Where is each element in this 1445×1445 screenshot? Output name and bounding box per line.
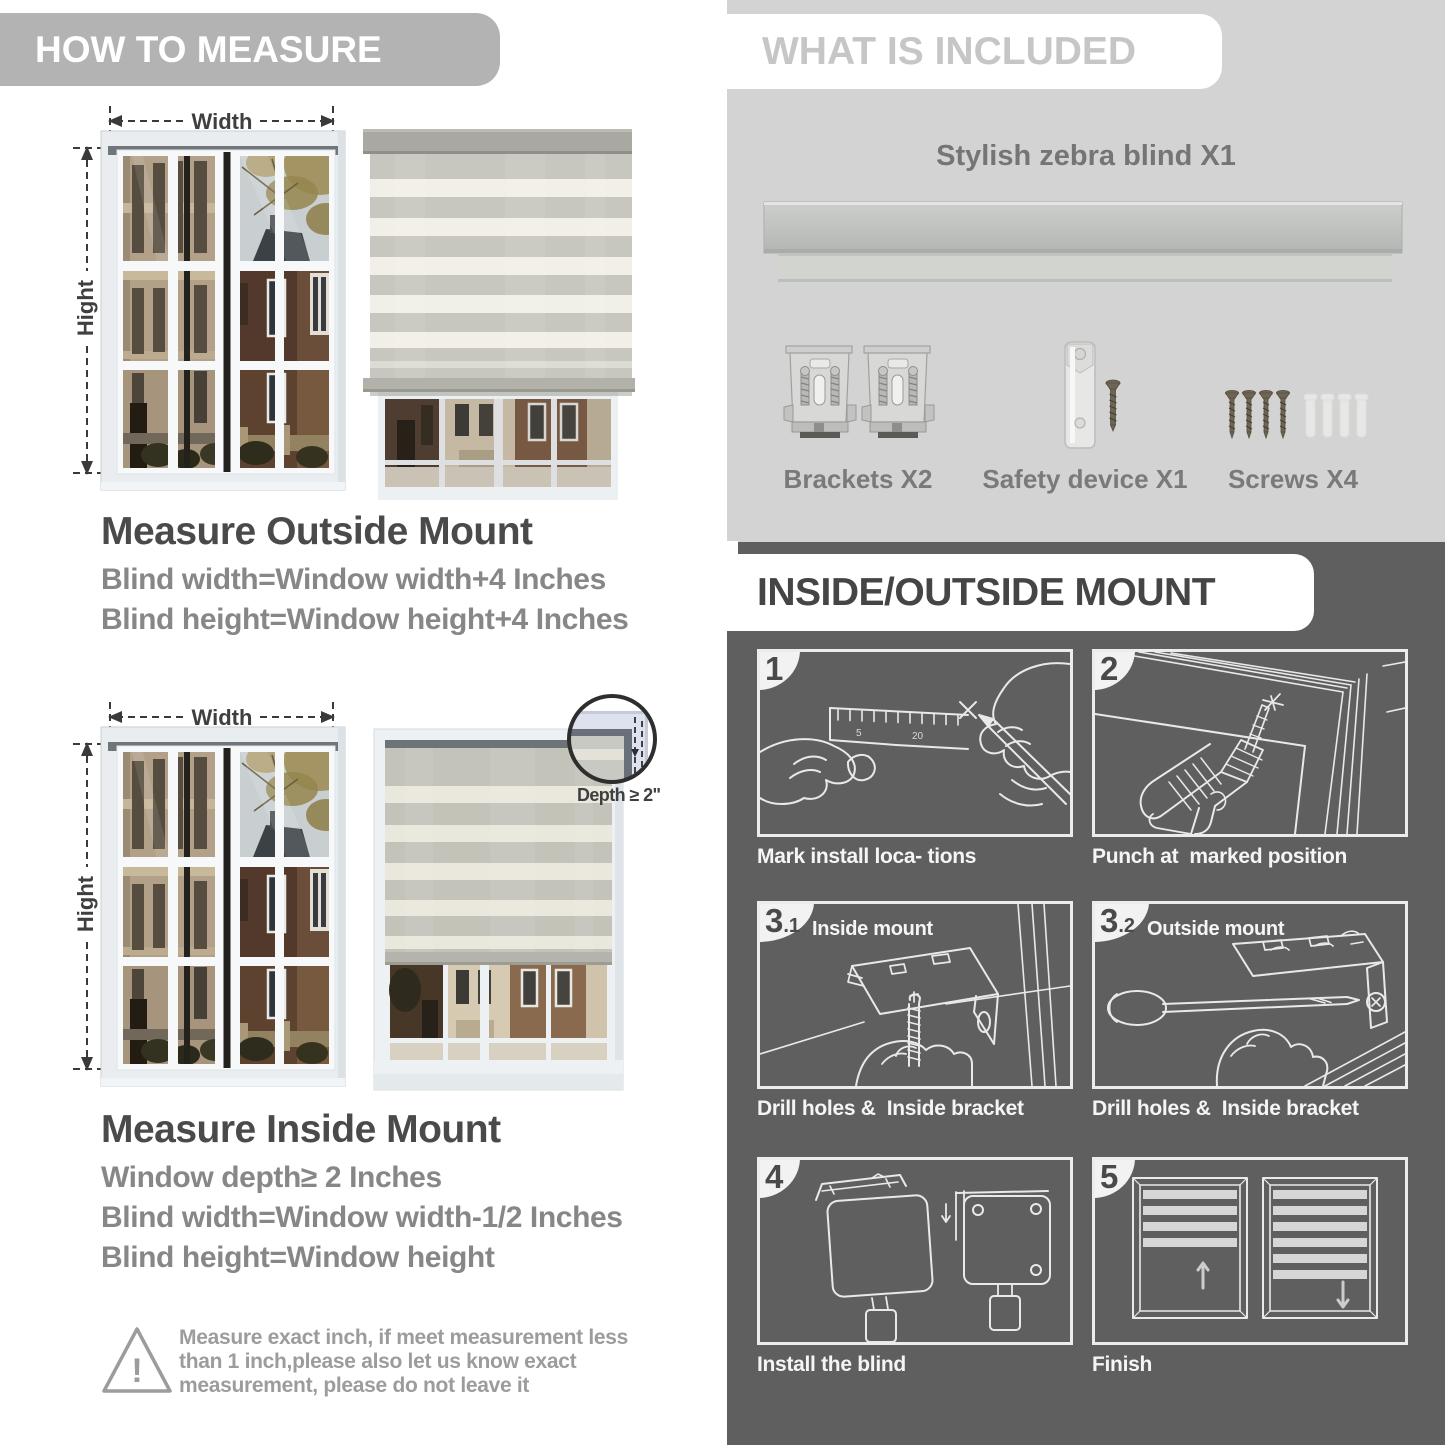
svg-text:Hight: Hight <box>73 279 98 336</box>
svg-text:Hight: Hight <box>73 875 98 932</box>
svg-text:5: 5 <box>856 728 862 739</box>
svg-text:20: 20 <box>912 731 924 742</box>
svg-text:!: ! <box>131 1352 142 1390</box>
svg-text:Width: Width <box>192 109 253 134</box>
svg-text:Width: Width <box>192 705 253 730</box>
